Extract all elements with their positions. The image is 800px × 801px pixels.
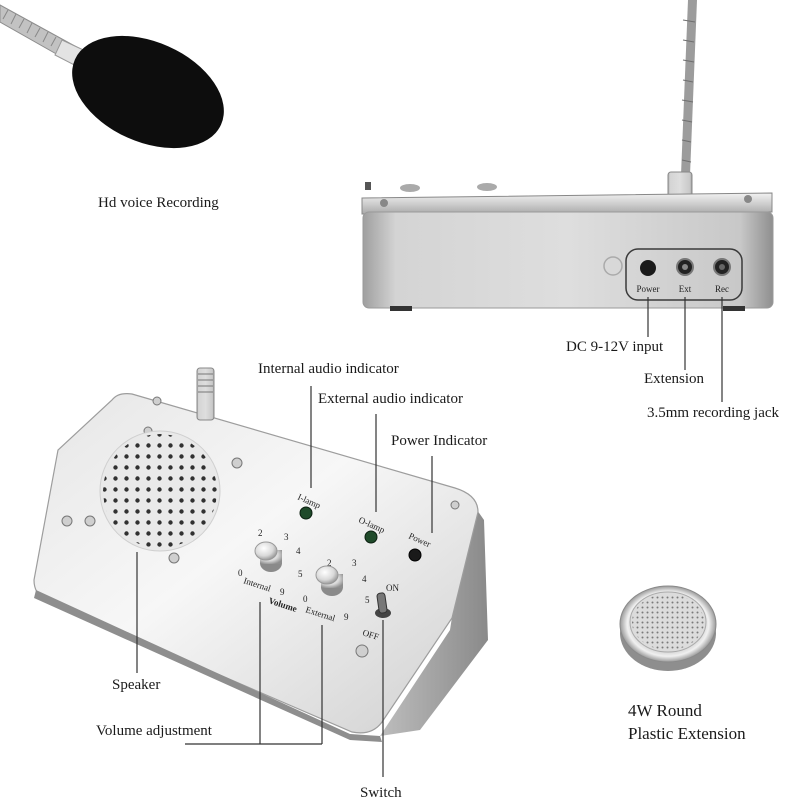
speaker-mesh-icon (632, 594, 704, 650)
off-text: OFF (361, 627, 380, 642)
microphone-illustration (0, 4, 224, 149)
svg-text:0: 0 (238, 568, 243, 578)
extension-speaker-line2: Plastic Extension (628, 724, 746, 743)
svg-text:3: 3 (284, 532, 289, 542)
main-unit-illustration: I-lamp O-lamp Power Internal External Vo… (33, 367, 488, 777)
foam-windscreen-icon (72, 35, 224, 149)
recording-jack-callout: 3.5mm recording jack (647, 405, 780, 421)
on-text: ON (386, 583, 399, 593)
switch-callout: Switch (360, 785, 402, 801)
ext-port-label: Ext (679, 284, 692, 294)
external-volume-knob-icon (315, 565, 343, 596)
toggle-switch-icon (375, 592, 391, 618)
extension-callout: Extension (644, 371, 704, 387)
external-audio-indicator-callout: External audio indicator (318, 391, 463, 407)
power-port-label: Power (637, 284, 660, 294)
internal-audio-indicator-callout: Internal audio indicator (258, 361, 399, 377)
power-indicator-callout: Power Indicator (391, 433, 488, 449)
power-port-icon (640, 260, 656, 276)
svg-text:4: 4 (362, 574, 367, 584)
svg-text:2: 2 (258, 528, 263, 538)
svg-text:3: 3 (352, 558, 357, 568)
i-lamp-led-icon (299, 506, 313, 520)
port-plate (625, 248, 743, 301)
svg-text:5: 5 (298, 569, 303, 579)
rear-view-illustration: Power Ext Rec (361, 0, 774, 402)
svg-text:9: 9 (344, 612, 349, 622)
rec-port-label: Rec (715, 284, 729, 294)
svg-text:4: 4 (296, 546, 301, 556)
svg-text:2: 2 (327, 558, 332, 568)
o-lamp-led-icon (364, 530, 378, 544)
svg-text:5: 5 (365, 595, 370, 605)
svg-text:0: 0 (303, 594, 308, 604)
svg-text:9: 9 (280, 587, 285, 597)
hd-voice-recording-label: Hd voice Recording (98, 195, 219, 211)
volume-adjustment-callout: Volume adjustment (96, 723, 212, 739)
extension-speaker-line1: 4W Round (628, 701, 702, 720)
extension-speaker-illustration (619, 585, 717, 671)
power-led-icon (408, 548, 422, 562)
internal-volume-knob-icon (254, 541, 282, 572)
speaker-callout: Speaker (112, 677, 161, 693)
dc-input-callout: DC 9-12V input (566, 339, 664, 355)
